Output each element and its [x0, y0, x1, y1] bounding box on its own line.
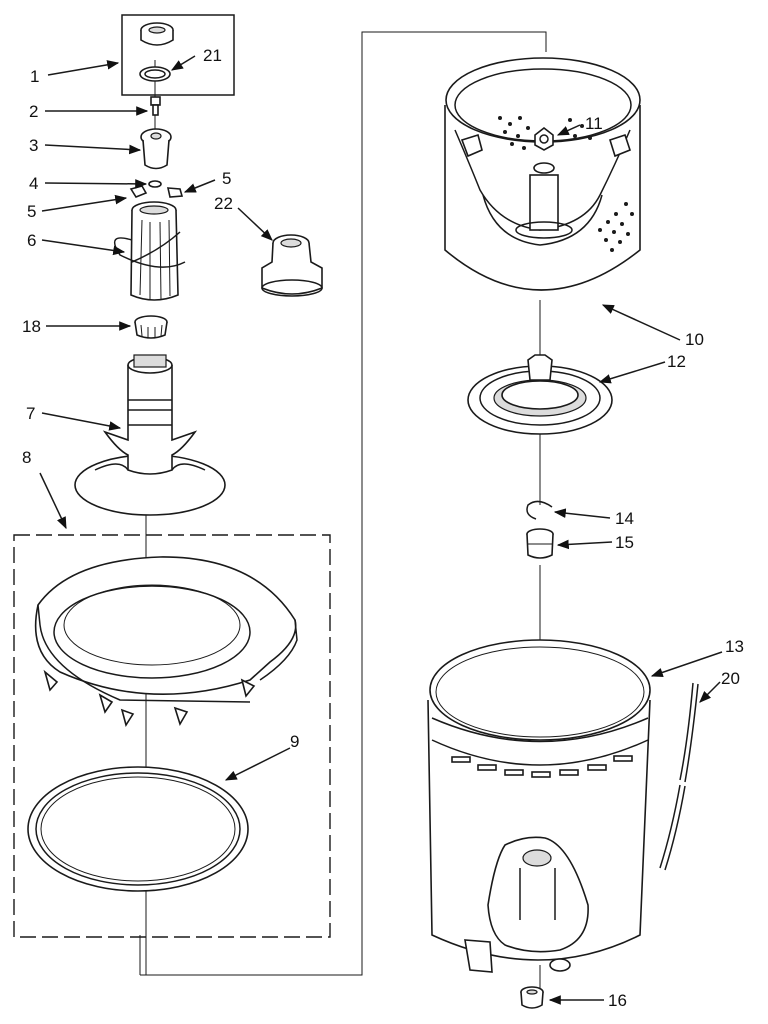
callout-20: 20 — [721, 669, 740, 688]
part-1-group-box — [121, 14, 235, 96]
agitator-cap-part — [140, 22, 174, 46]
drive-bell-part — [261, 234, 323, 297]
overflow-hose-part — [659, 682, 699, 871]
callout-22: 22 — [214, 194, 233, 213]
callout-6: 6 — [27, 231, 36, 250]
seal-ring-part — [139, 66, 171, 82]
callout-13: 13 — [725, 637, 744, 656]
callout-18: 18 — [22, 317, 41, 336]
spin-basket-part — [444, 57, 641, 291]
tub-ring-part — [34, 556, 298, 727]
cam-part — [140, 128, 172, 170]
hub-disk-part — [467, 354, 613, 435]
drain-plug-part — [520, 986, 544, 1009]
callout-14: 14 — [615, 509, 634, 528]
callout-4: 4 — [29, 174, 38, 193]
callout-5-right: 5 — [222, 169, 231, 188]
callout-9: 9 — [290, 732, 299, 751]
auger-part — [113, 201, 186, 301]
callout-3: 3 — [29, 136, 38, 155]
bolt-part — [150, 96, 161, 116]
gear-bushing-part — [134, 315, 168, 339]
callout-7: 7 — [26, 404, 35, 423]
spin-tube-nut-part — [526, 528, 554, 559]
callout-10: 10 — [685, 330, 704, 349]
washer-part — [148, 180, 162, 188]
callout-15: 15 — [615, 533, 634, 552]
callout-8: 8 — [22, 448, 31, 467]
callout-2: 2 — [29, 102, 38, 121]
dog-clip-right-part — [166, 187, 184, 198]
basket-perforations — [498, 116, 634, 252]
callout-16: 16 — [608, 991, 627, 1010]
part-8-group-box — [13, 534, 331, 938]
callout-1: 1 — [30, 67, 39, 86]
callout-21: 21 — [203, 46, 222, 65]
callout-leaders — [39, 55, 723, 1005]
callout-12: 12 — [667, 352, 686, 371]
callout-11: 11 — [585, 114, 603, 133]
tub-vent-slots — [451, 755, 633, 778]
outer-tub-part — [427, 639, 651, 973]
hub-nut-part — [534, 126, 554, 151]
callout-5-left: 5 — [27, 202, 36, 221]
dog-clip-left-part — [129, 185, 148, 198]
retaining-clip-part — [526, 500, 553, 520]
ring-seal-part — [27, 766, 249, 892]
agitator-base-part — [74, 354, 226, 516]
callout-labels: 1 21 2 3 4 5 5 6 22 18 7 8 9 11 10 12 14… — [22, 46, 744, 1010]
